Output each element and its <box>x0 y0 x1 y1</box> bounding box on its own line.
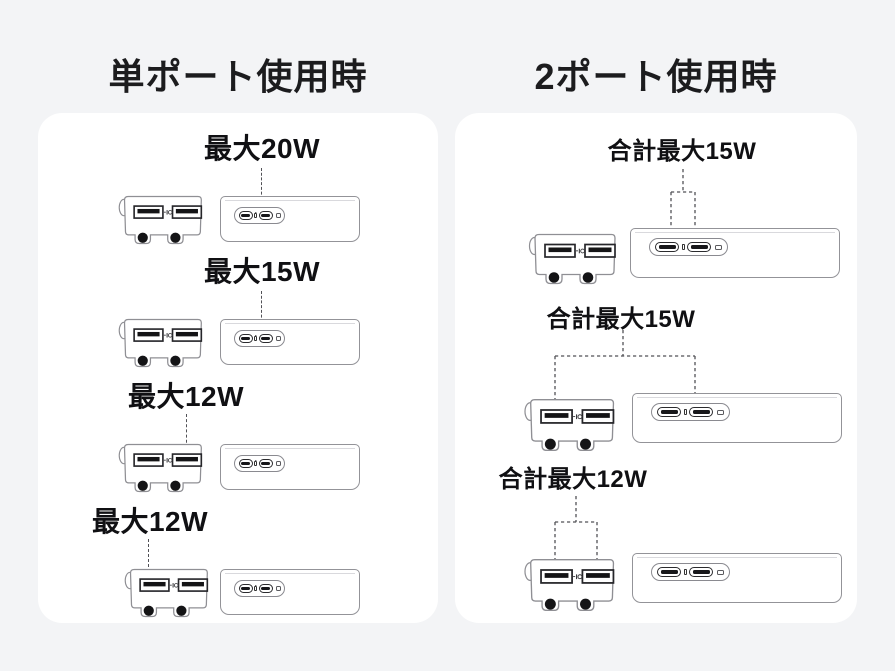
max-power-label: 最大15W <box>203 256 321 287</box>
top-edge-line <box>635 232 835 233</box>
single-port-panel: 最大20W 最大15W 最大12W <box>38 113 438 623</box>
usb-c-port-cluster <box>234 330 285 347</box>
battery-icon <box>254 212 257 219</box>
battery-icon <box>681 244 685 250</box>
usb-c-port-1 <box>655 242 679 252</box>
top-edge-line <box>637 397 837 398</box>
usb-c-port-cluster <box>651 403 730 421</box>
total-power-label: 合計最大15W <box>546 306 696 333</box>
usb-a-device-illustration <box>518 395 622 455</box>
led-indicator <box>275 461 281 466</box>
max-power-label: 最大12W <box>127 381 245 412</box>
top-edge-line <box>637 557 837 558</box>
usb-c-port-1 <box>238 459 253 468</box>
usb-a-device-illustration <box>113 315 209 371</box>
usb-c-device-illustration <box>220 196 360 242</box>
usb-c-device-illustration <box>220 444 360 490</box>
battery-icon <box>254 335 257 342</box>
usb-c-port-cluster <box>234 207 285 224</box>
pointer-fork <box>554 330 696 408</box>
usb-a-device-illustration <box>119 565 215 621</box>
led-indicator <box>717 409 724 415</box>
usb-c-port-2 <box>258 334 273 343</box>
battery-icon <box>254 585 257 592</box>
led-indicator <box>275 586 281 591</box>
pointer-dashed-line <box>261 291 262 327</box>
usb-c-port-2 <box>258 584 273 593</box>
usb-c-port-1 <box>657 567 681 577</box>
usb-c-port-1 <box>238 211 253 220</box>
usb-c-device-illustration <box>632 553 842 603</box>
total-power-label: 合計最大12W <box>498 466 648 493</box>
usb-c-port-1 <box>657 407 681 417</box>
battery-icon <box>254 460 257 467</box>
usb-c-port-2 <box>258 459 273 468</box>
usb-c-port-2 <box>258 211 273 220</box>
usb-c-port-cluster <box>651 563 730 581</box>
dual-port-panel: 合計最大15W 合計最大15W 合計最大12W <box>455 113 857 623</box>
usb-c-port-2 <box>689 567 713 577</box>
usb-c-port-cluster <box>234 580 285 597</box>
led-indicator <box>275 336 281 341</box>
usb-c-device-illustration <box>220 569 360 615</box>
top-edge-line <box>225 573 355 574</box>
pointer-dashed-line <box>148 539 149 577</box>
top-edge-line <box>225 323 355 324</box>
pointer-dashed-line <box>186 414 187 453</box>
dual-port-title: 2ポート使用時 <box>534 56 778 97</box>
led-indicator <box>715 244 722 250</box>
led-indicator <box>275 213 281 218</box>
top-edge-line <box>225 448 355 449</box>
usb-c-device-illustration <box>220 319 360 365</box>
usb-a-device-illustration <box>523 230 623 288</box>
pointer-fork <box>554 496 598 568</box>
usb-a-device-illustration <box>113 192 209 248</box>
usb-c-port-2 <box>689 407 713 417</box>
usb-c-port-cluster <box>649 238 728 256</box>
led-indicator <box>717 569 724 575</box>
total-power-label: 合計最大15W <box>607 138 757 165</box>
max-power-label: 最大20W <box>203 133 321 164</box>
usb-c-device-illustration <box>632 393 842 443</box>
usb-c-port-2 <box>687 242 711 252</box>
usb-a-device-illustration <box>113 440 209 496</box>
usb-c-port-1 <box>238 334 253 343</box>
usb-c-device-illustration <box>630 228 840 278</box>
usb-a-device-illustration <box>518 555 622 615</box>
top-edge-line <box>225 200 355 201</box>
pointer-dashed-line <box>261 168 262 204</box>
usb-c-port-cluster <box>234 455 285 472</box>
battery-icon <box>683 409 687 415</box>
battery-icon <box>683 569 687 575</box>
usb-c-port-1 <box>238 584 253 593</box>
pointer-fork <box>670 169 696 235</box>
single-port-title: 単ポート使用時 <box>108 56 368 97</box>
max-power-label: 最大12W <box>91 506 209 537</box>
